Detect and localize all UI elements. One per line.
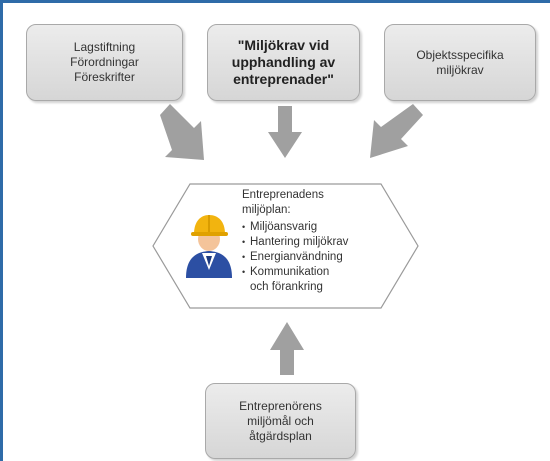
plan-list: Miljöansvarig Hantering miljökrav Energi…: [242, 220, 372, 295]
plan-item: Energianvändning: [242, 250, 372, 265]
legislation-line: Lagstiftning: [73, 40, 136, 54]
object-specific-line: miljökrav: [436, 62, 484, 77]
plan-item-text: Miljöansvarig: [250, 221, 318, 233]
box-legislation: Lagstiftning Förordningar Föreskrifter: [26, 24, 183, 101]
plan-title: Entreprenadens miljöplan:: [242, 188, 372, 218]
plan-item: Miljöansvarig: [242, 220, 372, 235]
procurement-line: entreprenader": [233, 71, 334, 87]
arrow-right-diagonal: [370, 104, 423, 158]
plan-item: Hantering miljökrav: [242, 235, 372, 250]
plan-title-line: Entreprenadens: [242, 189, 324, 201]
plan-item-text: och förankring: [250, 281, 323, 293]
plan-title-line: miljöplan:: [242, 204, 291, 216]
plan-item: Kommunikation och förankring: [242, 265, 372, 295]
arrow-bottom-up: [270, 322, 304, 375]
object-specific-line: Objektsspecifika: [416, 47, 504, 62]
box-contractor-goals: Entreprenörens miljömål och åtgärdsplan: [205, 383, 356, 459]
box-object-specific: Objektsspecifika miljökrav: [384, 24, 536, 101]
legislation-line: Förordningar: [70, 55, 139, 69]
plan-item-text: Kommunikation: [250, 266, 330, 278]
construction-worker-icon: [180, 210, 238, 285]
arrow-center-down: [268, 106, 302, 158]
plan-item-text: Energianvändning: [250, 251, 343, 263]
contractor-goals-line: miljömål och: [247, 413, 314, 428]
procurement-line: upphandling av: [231, 54, 336, 70]
contractor-goals-line: åtgärdsplan: [249, 428, 312, 443]
procurement-line: "Miljökrav vid: [237, 37, 330, 53]
legislation-line: Föreskrifter: [74, 70, 135, 84]
contractor-goals-line: Entreprenörens: [239, 398, 322, 413]
plan-content: Entreprenadens miljöplan: Miljöansvarig …: [242, 188, 372, 295]
arrow-left-diagonal: [160, 104, 204, 160]
plan-item-text: Hantering miljökrav: [250, 236, 349, 248]
box-procurement-requirements: "Miljökrav vid upphandling av entreprena…: [207, 24, 360, 101]
